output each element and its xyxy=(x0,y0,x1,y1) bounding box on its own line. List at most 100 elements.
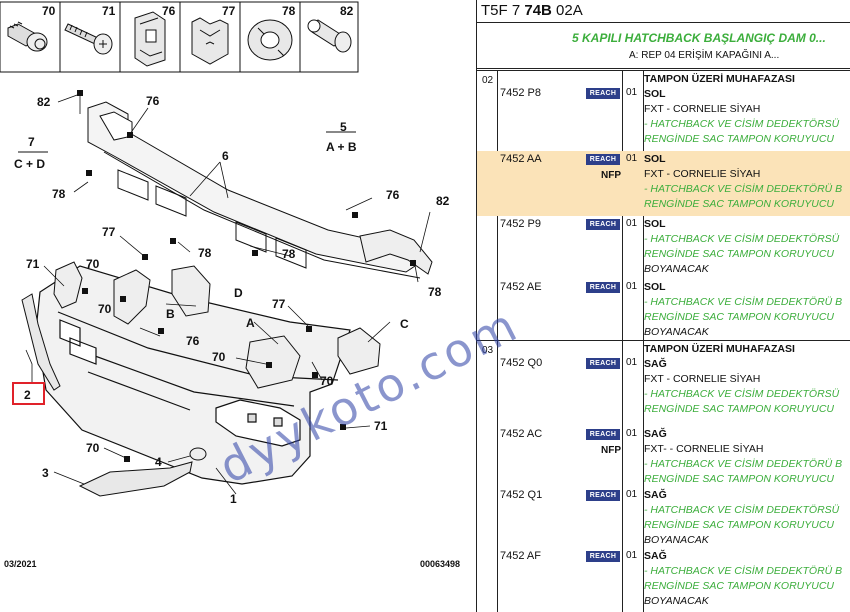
description-line: SAĞ xyxy=(644,489,667,501)
title-box: 5 KAPILI HATCHBACK BAŞLANGIÇ DAM 0... A:… xyxy=(477,23,850,69)
callout-70: 70 xyxy=(98,302,112,316)
quantity: 01 xyxy=(626,153,638,164)
part-description: SAĞ FXT- - CORNELIE SİYAH - HATCHBACK VE C… xyxy=(644,427,850,487)
part-reference[interactable]: 7452 AE xyxy=(500,281,542,293)
description-line: FXT- - CORNELIE SİYAH xyxy=(644,443,764,455)
callout-76: 76 xyxy=(186,334,200,348)
callout-view-a-b: A + B xyxy=(326,140,357,154)
quantity: 01 xyxy=(626,428,638,439)
bolt-70-icon xyxy=(7,21,48,52)
bracket-b xyxy=(113,269,151,325)
callout-c: C xyxy=(400,317,409,331)
column-divider xyxy=(643,341,644,612)
description-line: FXT - CORNELIE SİYAH xyxy=(644,103,761,115)
description-line: RENGİNDE SAC TAMPON KORUYUCU xyxy=(644,248,834,260)
description-line: BOYANACAK xyxy=(644,326,709,338)
part-reference[interactable]: 7452 P8 xyxy=(500,87,541,99)
description-line: RENGİNDE SAC TAMPON KORUYUCU xyxy=(644,403,834,415)
description-line: RENGİNDE SAC TAMPON KORUYUCU xyxy=(644,133,834,145)
callout-1: 1 xyxy=(230,492,237,506)
part-row[interactable]: 7452 AF REACH 01 SAĞ- HATCHBACK VE CİSİM DE… xyxy=(477,548,850,612)
nfp-flag: NFP xyxy=(601,445,621,456)
description-line: RENGİNDE SAC TAMPON KORUYUCU xyxy=(644,311,834,323)
callout-77: 77 xyxy=(272,297,286,311)
callout-70: 70 xyxy=(86,441,100,455)
reach-badge: REACH xyxy=(586,282,620,293)
reach-badge: REACH xyxy=(586,551,620,562)
part-number-70: 70 xyxy=(42,4,56,18)
description-line: TAMPON ÜZERİ MUHAFAZASI xyxy=(644,343,795,355)
part-number-71: 71 xyxy=(102,4,116,18)
description-line: RENGİNDE SAC TAMPON KORUYUCU xyxy=(644,519,834,531)
part-reference[interactable]: 7452 P9 xyxy=(500,218,541,230)
bracket-d xyxy=(171,265,211,317)
bumper-reinforcement-beam xyxy=(87,101,433,279)
part-number-76: 76 xyxy=(162,4,176,18)
group-number: 03 xyxy=(482,345,494,356)
reach-badge: REACH xyxy=(586,219,620,230)
part-number-77: 77 xyxy=(222,4,236,18)
reach-badge: REACH xyxy=(586,154,620,165)
part-reference[interactable]: 7452 AC xyxy=(500,428,543,440)
diagram-code: 00063498 xyxy=(420,559,461,569)
ref-bold: 74B xyxy=(524,2,552,19)
part-reference[interactable]: 7452 Q1 xyxy=(500,489,543,501)
part-number-82: 82 xyxy=(340,4,354,18)
description-line: BOYANACAK xyxy=(644,595,709,607)
section-subtitle: A: REP 04 ERİŞİM KAPAĞINI A... xyxy=(629,50,780,61)
description-line: - HATCHBACK VE CİSİM DEDEKTÖRSÜ xyxy=(644,388,840,400)
push-pin-82-icon xyxy=(307,19,352,53)
bracket-c xyxy=(337,327,381,375)
reference-header: T5F 7 74B 02A xyxy=(477,0,850,23)
callout-71: 71 xyxy=(374,419,388,433)
description-line: SAĞ xyxy=(644,358,667,370)
callout-70: 70 xyxy=(212,350,226,364)
part-reference[interactable]: 7452 AF xyxy=(500,550,541,562)
part-reference[interactable]: 7452 Q0 xyxy=(500,357,543,369)
reach-badge: REACH xyxy=(586,490,620,501)
column-divider xyxy=(497,341,498,612)
callout-2: 2 xyxy=(24,388,31,402)
description-line: FXT - CORNELIE SİYAH xyxy=(644,168,761,180)
callout-77: 77 xyxy=(102,225,116,239)
lower-moulding-strip xyxy=(78,461,193,497)
screw-71-icon xyxy=(64,23,113,55)
callout-71: 71 xyxy=(26,257,40,271)
quantity: 01 xyxy=(626,489,638,500)
parts-list-panel: T5F 7 74B 02A 5 KAPILI HATCHBACK BAŞLANG… xyxy=(476,0,850,612)
front-bumper-cover xyxy=(35,265,351,485)
callout-b: B xyxy=(166,307,175,321)
description-line: - HATCHBACK VE CİSİM DEDEKTÖRÜ B xyxy=(644,183,843,195)
callout-76: 76 xyxy=(146,94,160,108)
description-line: - HATCHBACK VE CİSİM DEDEKTÖRÜ B xyxy=(644,458,843,470)
reach-badge: REACH xyxy=(586,429,620,440)
reach-badge: REACH xyxy=(586,358,620,369)
callout-82: 82 xyxy=(37,95,51,109)
quantity: 01 xyxy=(626,550,638,561)
callout-78: 78 xyxy=(428,285,442,299)
part-reference[interactable]: 7452 AA xyxy=(500,153,542,165)
part-row[interactable]: 7452 Q1 REACH 01 SAĞ- HATCHBACK VE CİSİM DE… xyxy=(477,487,850,548)
bracket-71 xyxy=(53,261,83,309)
reach-badge: REACH xyxy=(586,88,620,99)
description-line: TAMPON ÜZERİ MUHAFAZASI xyxy=(644,73,795,85)
description-line: SOL xyxy=(644,153,666,165)
exploded-parts-diagram: 70 71 76 77 78 82 xyxy=(0,1,450,506)
description-line: SAĞ xyxy=(644,428,667,440)
description-line: BOYANACAK xyxy=(644,534,709,546)
description-line: RENGİNDE SAC TAMPON KORUYUCU xyxy=(644,198,834,210)
highlight-box-2[interactable] xyxy=(12,382,45,405)
